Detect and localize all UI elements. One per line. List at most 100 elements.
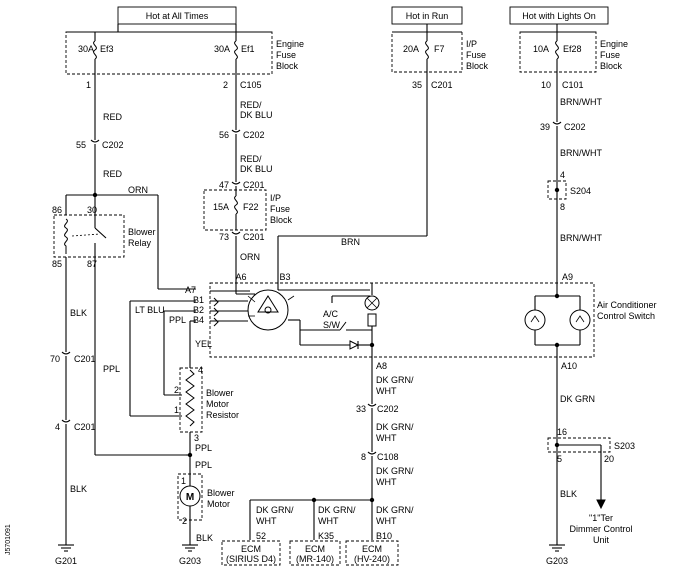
svg-text:3: 3 (194, 433, 199, 443)
svg-text:70: 70 (50, 354, 60, 364)
engine-fuse-block-right: 10A Ef28 Engine Fuse Block (519, 31, 628, 80)
svg-text:YEL: YEL (195, 339, 212, 349)
c201-connector-47 (231, 181, 241, 185)
svg-text:Relay: Relay (128, 238, 152, 248)
svg-text:30A: 30A (78, 44, 94, 54)
svg-text:BLK: BLK (196, 533, 213, 543)
svg-text:I/P: I/P (270, 193, 281, 203)
svg-text:B4: B4 (193, 315, 204, 325)
svg-text:PPL: PPL (195, 443, 212, 453)
svg-text:C101: C101 (562, 80, 584, 90)
svg-text:Block: Block (466, 61, 489, 71)
svg-text:85: 85 (52, 259, 62, 269)
ground-g201: G201 (55, 544, 77, 566)
svg-text:I/P: I/P (466, 39, 477, 49)
svg-text:Blower: Blower (207, 488, 235, 498)
ip-fuse-block-f22: 15A F22 I/P Fuse Block (203, 186, 293, 231)
svg-text:Blower: Blower (206, 388, 234, 398)
header-hot-with-lights-on: Hot with Lights On (509, 6, 609, 25)
wire-path-ef3: 1 RED 55 C202 RED ORN (65, 80, 196, 290)
svg-text:F22: F22 (243, 202, 259, 212)
svg-text:20: 20 (604, 454, 614, 464)
svg-text:Engine: Engine (276, 39, 304, 49)
splice-s204: 4 8 S204 (547, 170, 591, 212)
svg-text:F7: F7 (434, 44, 445, 54)
svg-text:WHT: WHT (318, 516, 339, 526)
svg-text:2: 2 (182, 516, 187, 526)
resistor-symbol (185, 369, 195, 427)
fuse-f22-symbol (234, 195, 238, 215)
svg-text:WHT: WHT (376, 433, 397, 443)
svg-text:C202: C202 (564, 122, 586, 132)
svg-text:(HV-240): (HV-240) (354, 554, 390, 564)
svg-text:A7: A7 (185, 285, 196, 295)
svg-text:Ef28: Ef28 (563, 44, 582, 54)
fuse-f7-symbol (425, 40, 429, 60)
svg-text:Engine: Engine (600, 39, 628, 49)
svg-text:ECM: ECM (305, 544, 325, 554)
ecm-mr-140: K35 ECM (MR-140) (289, 531, 341, 566)
c202-connector-39 (552, 121, 562, 125)
svg-text:DK BLU: DK BLU (240, 110, 273, 120)
c201-connector-73 (231, 231, 241, 235)
svg-text:RED/: RED/ (240, 100, 262, 110)
svg-text:PPL: PPL (103, 364, 120, 374)
svg-text:2: 2 (174, 385, 179, 395)
splice-s203: 16 5 20 S203 (547, 427, 635, 464)
svg-text:A/C: A/C (323, 309, 339, 319)
svg-text:C108: C108 (377, 452, 399, 462)
svg-text:S204: S204 (570, 186, 591, 196)
svg-text:DK GRN/: DK GRN/ (318, 505, 356, 515)
svg-text:BRN: BRN (341, 237, 360, 247)
svg-text:B2: B2 (193, 305, 204, 315)
svg-text:55: 55 (76, 140, 86, 150)
svg-text:Block: Block (270, 215, 293, 225)
blower-motor: 1 M 2 Blower Motor (177, 473, 235, 526)
svg-text:RED/: RED/ (240, 154, 262, 164)
svg-text:Block: Block (600, 61, 623, 71)
engine-fuse-block-left: 30A Ef3 30A Ef1 Engine Fuse Block (65, 31, 304, 82)
svg-text:ORN: ORN (128, 185, 148, 195)
svg-text:"1"Ter: "1"Ter (589, 513, 613, 523)
svg-text:10: 10 (541, 80, 551, 90)
svg-text:16: 16 (557, 427, 567, 437)
ac-control-switch: Air Conditioner Control Switch A6 B3 A9 … (185, 272, 657, 371)
c202-connector-56 (231, 129, 241, 133)
c202-connector-33 (367, 403, 377, 407)
svg-text:Fuse: Fuse (270, 204, 290, 214)
svg-text:35: 35 (412, 80, 422, 90)
svg-text:C201: C201 (243, 180, 265, 190)
svg-text:8: 8 (560, 202, 565, 212)
svg-text:BLK: BLK (70, 308, 87, 318)
svg-text:(MR-140): (MR-140) (296, 554, 334, 564)
svg-text:RED: RED (103, 169, 123, 179)
svg-text:PPL: PPL (169, 315, 186, 325)
svg-text:WHT: WHT (376, 516, 397, 526)
svg-text:G201: G201 (55, 556, 77, 566)
svg-text:73: 73 (219, 232, 229, 242)
svg-text:30: 30 (87, 205, 97, 215)
svg-text:39: 39 (540, 122, 550, 132)
c201-connector-4 (61, 419, 71, 423)
svg-text:Ef3: Ef3 (100, 44, 114, 54)
wire-path-ef1: 2 C105 RED/ DK BLU 56 C202 RED/ DK BLU 4… (219, 80, 273, 190)
svg-text:Motor: Motor (207, 499, 230, 509)
svg-text:Control Switch: Control Switch (597, 311, 655, 321)
svg-text:B10: B10 (376, 531, 392, 541)
svg-text:1: 1 (181, 476, 186, 486)
ip-fuse-block-f7: 20A F7 I/P Fuse Block (391, 31, 489, 80)
svg-text:Fuse: Fuse (466, 50, 486, 60)
svg-text:86: 86 (52, 205, 62, 215)
svg-text:Hot at All Times: Hot at All Times (146, 11, 209, 21)
svg-text:BRN/WHT: BRN/WHT (560, 97, 602, 107)
svg-text:C105: C105 (240, 80, 262, 90)
c108-connector-8 (367, 451, 377, 455)
svg-text:Unit: Unit (593, 535, 610, 545)
fuse-ef1-symbol (234, 40, 238, 60)
svg-text:56: 56 (219, 130, 229, 140)
c202-connector-55 (90, 139, 100, 143)
svg-text:BRN/WHT: BRN/WHT (560, 233, 602, 243)
blower-motor-resistor: 4 2 1 3 Blower Motor Resistor (174, 365, 239, 443)
svg-text:C201: C201 (74, 422, 96, 432)
svg-text:(SIRIUS D4): (SIRIUS D4) (226, 554, 276, 564)
